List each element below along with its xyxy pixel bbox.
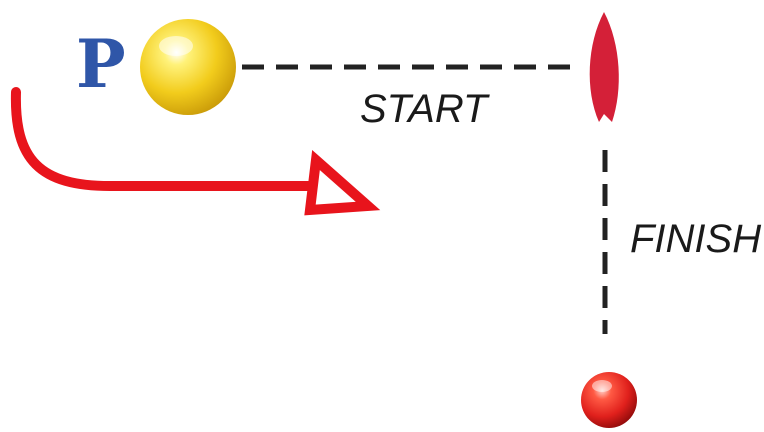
red-ball-icon xyxy=(581,372,637,428)
p-flag-letter: P xyxy=(76,25,126,103)
yellow-ball-icon xyxy=(140,19,236,115)
finish-label: FINISH xyxy=(630,217,761,261)
start-label: START xyxy=(360,87,490,131)
curved-arrow-icon xyxy=(10,87,381,216)
pin-mark-body xyxy=(589,12,619,122)
arrow-head xyxy=(304,149,381,216)
red-pointed-buoy-icon xyxy=(589,12,619,122)
arrow-shaft xyxy=(10,87,321,191)
